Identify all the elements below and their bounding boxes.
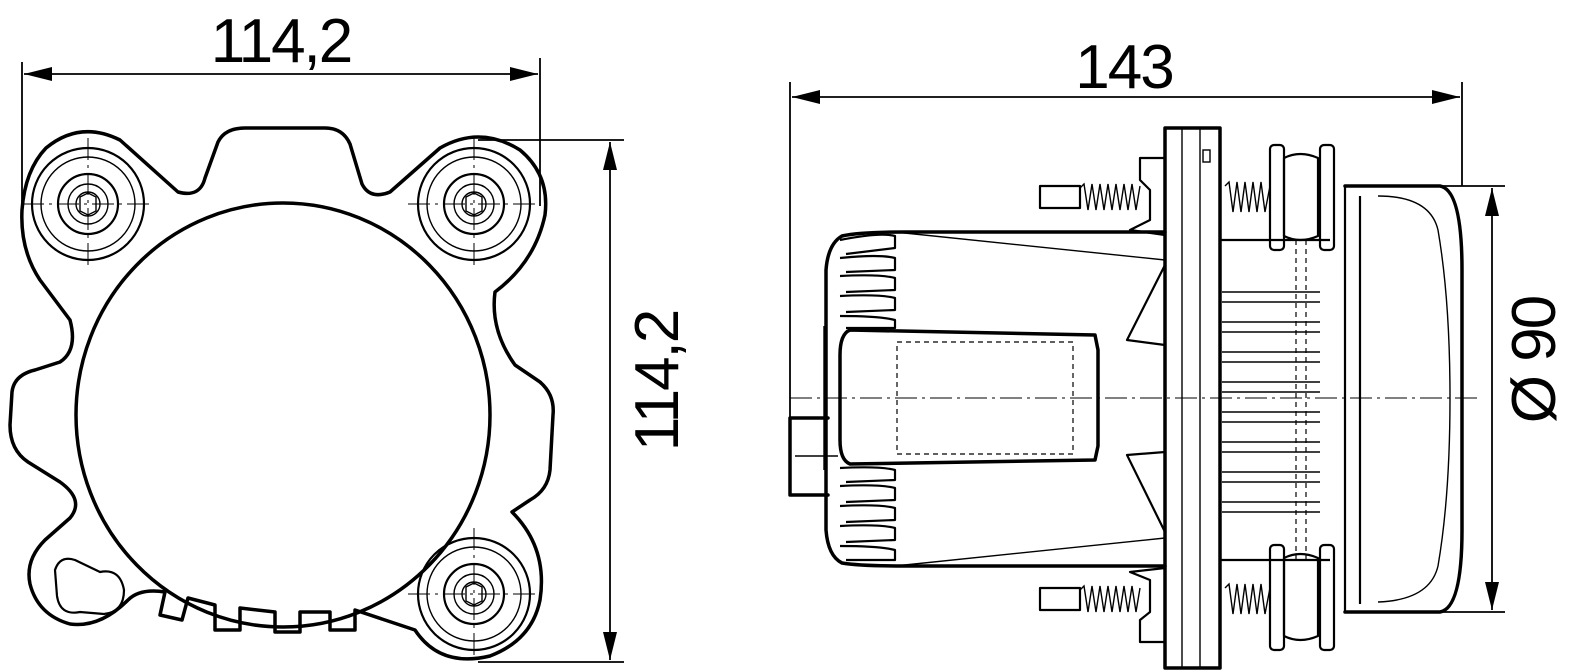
front-width-dimension [21,58,541,212]
side-diameter-label: Ø 90 [1500,296,1569,423]
front-view: 114,2 114,2 [8,7,692,663]
mounting-bolt-top [1038,143,1336,252]
rear-housing [824,230,1167,568]
adjuster-screw-top-left [22,138,154,270]
front-mounting-slot [53,557,126,616]
side-view: 143 Ø 90 [788,33,1569,670]
side-lens-bezel [1343,184,1464,614]
front-housing-outline [8,126,555,661]
adjuster-screw-bottom [408,528,540,660]
connector-plug [788,416,830,497]
mounting-bolt-bottom [1038,543,1336,652]
side-length-dimension [789,82,1463,420]
side-diameter-dimension [1442,185,1505,613]
connector-body [838,328,1100,466]
front-width-label: 114,2 [211,7,352,76]
front-height-dimension [478,139,624,663]
front-cooling-fins [1220,238,1330,562]
adjuster-screw-top-right [408,138,540,270]
front-lens [74,201,492,629]
mounting-flange [1163,126,1222,670]
side-length-label: 143 [1075,33,1172,102]
front-height-label: 114,2 [623,311,692,452]
rear-fins [839,231,1166,567]
